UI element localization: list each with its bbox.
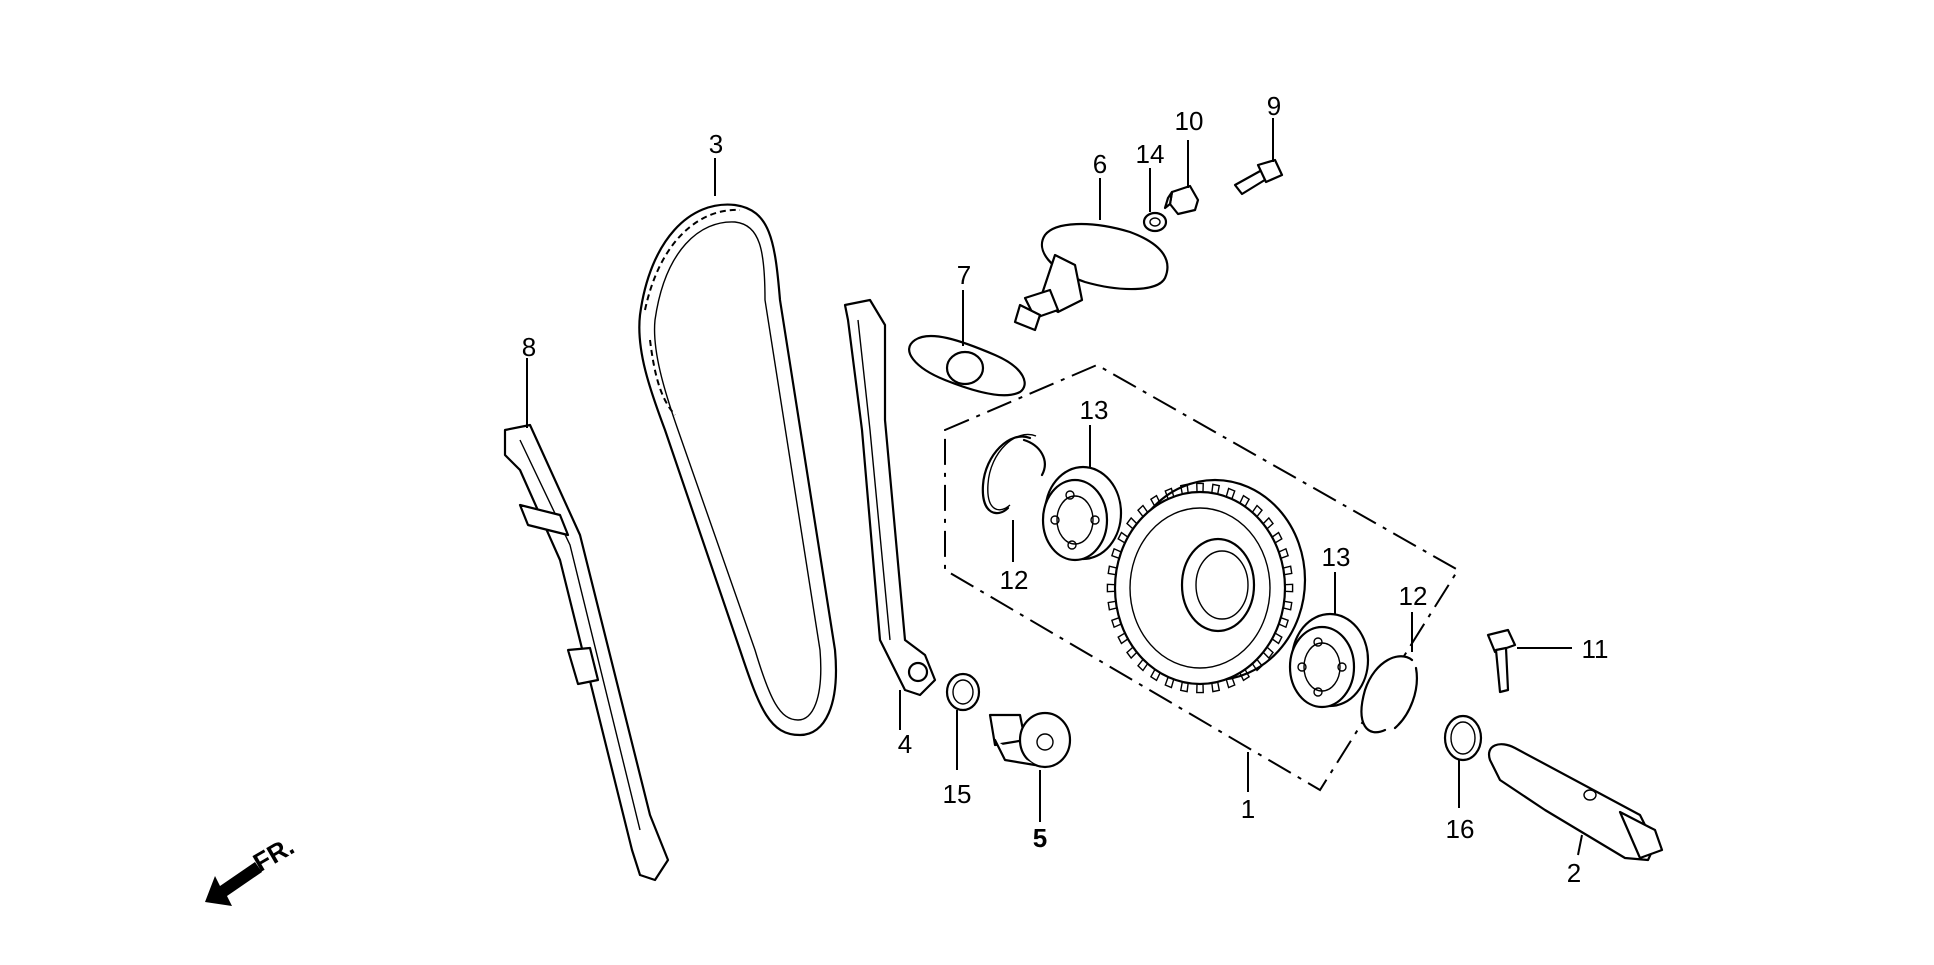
gear-tooth [1262,646,1274,660]
tensioner-lifter-part [1013,223,1169,332]
gear-tooth [1271,531,1283,544]
bolt-11-part [1486,628,1517,694]
leader-lines [526,118,1583,856]
cap-10-part [1163,184,1200,216]
callout-7: 7 [957,260,971,290]
callout-9: 9 [1267,91,1281,121]
gear-tooth [1239,669,1251,682]
gear-tooth [1225,676,1236,689]
gear-tooth [1126,516,1138,530]
circlip-12-right-part [1360,655,1418,734]
gear-tooth [1126,646,1138,660]
gear-shaft-part [1487,743,1664,862]
gear-tooth [1278,547,1289,560]
gear-tooth [1149,669,1161,682]
callout-labels: 1 2 3 4 5 6 7 8 9 10 11 12 12 13 13 14 1… [522,91,1609,888]
gear-tooth [1251,504,1263,518]
callout-6: 6 [1093,149,1107,179]
gear-tooth [1196,482,1204,493]
gear-tooth [1106,583,1116,593]
gasket-part [908,334,1026,397]
gear-tooth [1117,632,1129,645]
gear-tooth [1117,531,1129,544]
gear-tooth [1137,658,1149,672]
gear-tooth [1111,616,1122,629]
tensioner-slipper-part [843,298,937,697]
gear-tooth [1137,504,1149,518]
gear-tooth [1107,565,1118,576]
bearing-13-right-part [1288,612,1370,709]
callout-14: 14 [1136,139,1165,169]
gear-tooth [1282,565,1293,576]
bearing-13-left-part [1041,465,1123,562]
sealing-bolt-5-part [988,711,1072,769]
callout-16: 16 [1446,814,1475,844]
front-arrow-icon [205,862,262,906]
callout-5: 5 [1033,823,1047,853]
front-indicator: FR. [205,831,299,906]
cam-chain-part [638,203,837,737]
callout-8: 8 [522,332,536,362]
gear-tooth [1251,658,1263,672]
washer-14-hole [1149,217,1161,227]
callout-13-right: 13 [1322,542,1351,572]
washer-14-part [1142,211,1168,233]
gear-tooth [1196,683,1204,694]
gear-tooth [1107,600,1118,611]
bolt-9-part [1233,158,1284,196]
idler-gear-part [1106,478,1307,694]
callout-13-left: 13 [1080,395,1109,425]
callout-12-right: 12 [1399,581,1428,611]
gear-tooth [1179,681,1189,693]
callout-4: 4 [898,729,912,759]
gear-tooth [1179,483,1189,495]
callout-2: 2 [1567,858,1581,888]
gear-tooth [1284,583,1294,593]
gear-tooth [1164,487,1175,500]
callout-1: 1 [1241,794,1255,824]
callout-10: 10 [1175,106,1204,136]
gear-tooth [1211,483,1221,495]
gear-teeth [1106,482,1294,694]
gear-tooth [1225,487,1236,500]
callout-15: 15 [943,779,972,809]
cam-chain-guide-part [503,423,670,882]
callout-12-left: 12 [1000,565,1029,595]
gear-tooth [1271,632,1283,645]
circlip-12-left-part [981,435,1046,515]
gear-tooth [1239,494,1251,507]
callout-3: 3 [709,129,723,159]
gear-tooth [1164,676,1175,689]
washer-15-part [945,672,981,712]
gear-tooth [1211,681,1221,693]
gear-tooth [1149,494,1161,507]
gear-tooth [1278,616,1289,629]
gear-tooth [1262,516,1274,530]
callout-11: 11 [1582,634,1609,664]
washer-16-part [1443,714,1483,762]
gear-tooth [1282,600,1293,611]
gear-tooth [1111,547,1122,560]
